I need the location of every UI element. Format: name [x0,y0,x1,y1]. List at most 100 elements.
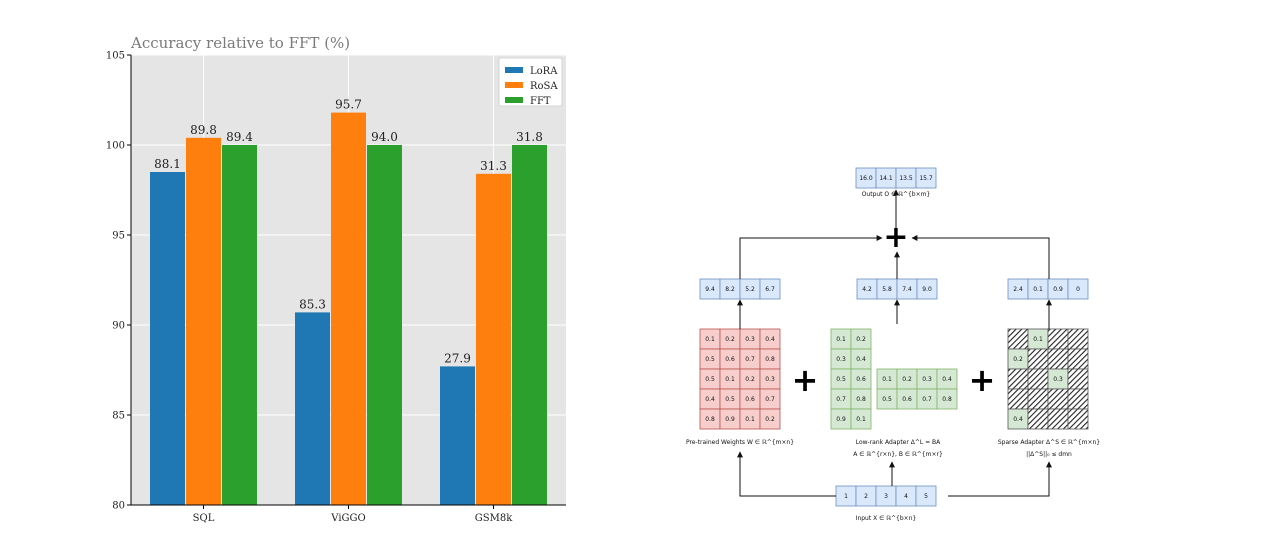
cell-value: 0.7 [745,356,755,363]
cell-value: 1 [844,493,848,500]
cell-value: 0.3 [1053,376,1063,383]
bar-rosa [186,137,221,506]
legend: LoRA RoSA FFT [498,57,563,107]
bar-value-label: 31.3 [480,159,507,173]
y-tick-label: 95 [112,231,125,242]
legend-label: FFT [530,96,551,107]
cell-value: 0.9 [725,416,735,423]
legend-label: LoRA [530,66,558,77]
cell-value: 0.8 [856,396,866,403]
legend-label: RoSA [530,81,558,92]
matrix-cell [936,388,958,410]
cell-value: 0.4 [705,396,715,403]
cell-value: 13.5 [899,175,913,182]
arrows [737,189,1052,497]
matrix-cell [1027,368,1049,390]
bar-value-label: 89.8 [190,123,217,137]
x-tick-label: SQL [193,513,215,524]
cell-value: 0.1 [1033,286,1043,293]
matrix-cell [1067,328,1089,350]
cell-value: 0.4 [856,356,866,363]
cell-value: 0.3 [922,376,932,383]
cell-value: 0.3 [745,336,755,343]
cell-value: 0.5 [836,376,846,383]
x-tick-label: ViGGO [330,513,365,524]
cell-value: 0.2 [1013,356,1023,363]
bar-value-label: 95.7 [335,98,362,112]
y-tick-label: 105 [106,51,125,62]
cell-value: 0.5 [705,376,715,383]
input-caption: Input X ∈ ℝ^{b×n} [856,515,917,522]
matrix-cell [759,408,781,430]
cell-value: 0.6 [856,376,866,383]
cell-value: 0.1 [745,416,755,423]
cell-value: 0.7 [922,396,932,403]
plus-icon-left: + [792,361,819,399]
lowrank-subcaption: A ∈ ℝ^{r×n}, B ∈ ℝ^{m×r} [853,451,943,458]
sparse-subcaption: ||Δ^S||₀ ≤ dmn [1026,451,1072,458]
bar-value-label: 94.0 [371,130,398,144]
cell-value: 7.4 [902,286,912,293]
matrix-cell [1007,368,1029,390]
cell-value: 14.1 [879,175,893,182]
cell-value: 3 [884,493,888,500]
vector-cell [915,485,937,507]
matrix-cell [1047,328,1069,350]
bar-lora [150,172,185,505]
matrix-cell [1067,408,1089,430]
y-tick-label: 100 [106,141,125,152]
cell-value: 0.1 [836,336,846,343]
bar-lora [440,366,475,505]
cell-value: 0.1 [882,376,892,383]
cell-value: 2.4 [1013,286,1023,293]
bar-value-label: 89.4 [226,130,253,144]
cell-value: 0.1 [856,416,866,423]
matrix-cell [1047,348,1069,370]
cell-value: 0 [1076,286,1080,293]
cell-value: 0.2 [765,416,775,423]
pretrained-caption: Pre-trained Weights W ∈ ℝ^{m×n} [686,439,794,446]
cell-value: 0.1 [725,376,735,383]
cell-value: 0.6 [902,396,912,403]
legend-swatch [505,82,523,88]
cell-value: 2 [864,493,868,500]
bar-lora [295,312,330,505]
bar-fft [367,145,402,505]
cell-value: 0.7 [765,396,775,403]
cell-value: 0.5 [725,396,735,403]
vector-cell [915,167,937,189]
cell-value: 0.6 [745,396,755,403]
cell-value: 0.6 [725,356,735,363]
cell-value: 0.2 [745,376,755,383]
matrix-cell [850,408,872,430]
cell-value: 5 [924,493,928,500]
cell-value: 0.2 [725,336,735,343]
arrow-left-to-sum [739,235,883,279]
matrix-cell [1007,328,1029,350]
chart-title: Accuracy relative to FFT (%) [130,34,350,52]
cell-value: 0.8 [765,356,775,363]
arrow-input-to-sparse [948,461,1052,497]
matrix-cell [1047,408,1069,430]
cell-value: 0.9 [1053,286,1063,293]
bar-rosa [476,173,511,506]
y-tick-label: 80 [112,501,125,512]
bar-chart: 88.189.889.485.395.794.027.931.331.8 808… [106,34,566,524]
bar-value-label: 31.8 [516,130,543,144]
bar-value-label: 27.9 [444,351,471,365]
cell-value: 0.4 [765,336,775,343]
cell-value: 0.4 [942,376,952,383]
cell-value: 0.3 [836,356,846,363]
cell-value: 0.8 [705,416,715,423]
cell-value: 9.0 [922,286,932,293]
cell-value: 5.2 [745,286,755,293]
matrix-cell [1027,388,1049,410]
matrix-cell [1067,348,1089,370]
cell-value: 0.1 [705,336,715,343]
